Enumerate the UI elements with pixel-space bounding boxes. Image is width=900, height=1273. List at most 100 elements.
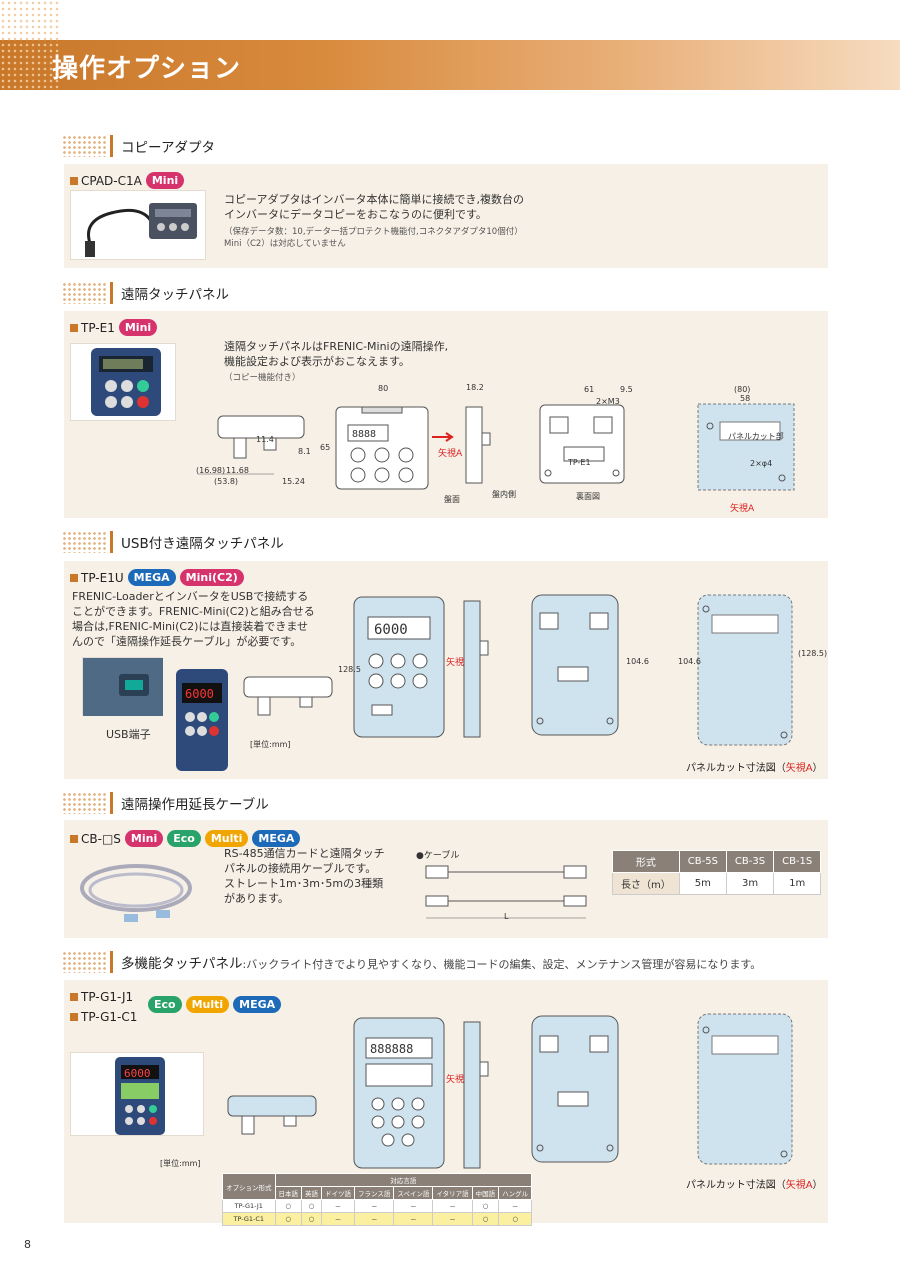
heading-bar <box>110 135 113 157</box>
dim-label: 128.5 <box>338 665 361 674</box>
multi-panel-cutout-drawing <box>697 1013 793 1165</box>
heading-bar <box>110 951 113 973</box>
bullet-square <box>70 573 78 582</box>
usb-port-label: USB端子 <box>106 728 151 741</box>
table-header-row: オプション形式 対応言語 <box>222 1173 533 1200</box>
led-display-text: 6000 <box>185 687 214 701</box>
dim-label: 58 <box>740 394 751 403</box>
dim-label: 盤内側 <box>492 490 516 499</box>
dim-label: 2×φ4 <box>750 459 773 468</box>
copy-note-1: （保存データ数：10,データ一括プロテクト機能付,コネクタアダプタ10個付） <box>224 227 523 237</box>
section-title: 遠隔操作用延長ケーブル <box>121 797 269 813</box>
table-row: 長さ（m） 5m 3m 1m <box>612 872 822 895</box>
remote-desc-2: 機能設定および表示がおこなえます。 <box>224 355 410 368</box>
heading-dots <box>62 951 106 973</box>
caption-text: ） <box>812 763 823 774</box>
table-header-row: 日本語 英語 ドイツ語 フランス語 スペイン語 イタリア語 中国語 ハングル <box>223 1186 533 1200</box>
remote-note-1: （コピー機能付き） <box>224 373 301 383</box>
multi-side-profile-drawing <box>463 1021 489 1169</box>
multi-panel-panel: TP-G1-J1 TP-G1-C1 Eco Multi MEGA 6000 [単… <box>64 980 828 1226</box>
bullet-square <box>70 993 78 1001</box>
dim-label: 11.4 <box>256 435 274 444</box>
table-header-cell: CB-3S <box>725 850 775 873</box>
section-title: コピーアダプタ <box>121 140 215 156</box>
language-support-table: オプション形式 対応言語 日本語 英語 ドイツ語 フランス語 スペイン語 イタリ… <box>222 1173 533 1226</box>
front-view-drawing: 8888 <box>335 406 429 490</box>
dim-label: 80 <box>378 384 389 393</box>
table-header-cell: 対応言語 <box>274 1173 533 1187</box>
table-cell: 3m <box>725 872 775 895</box>
caption-text: ） <box>812 1180 823 1191</box>
dim-label: (80) <box>734 385 751 394</box>
header-dot-pattern <box>0 0 60 90</box>
cable-desc-4: があります。 <box>224 892 289 905</box>
table-row: TP-G1-C1 ○ ○ － － － － ○ ○ <box>222 1212 533 1226</box>
table-cell: － <box>321 1199 355 1213</box>
usb-desc-2: ことができます。FRENIC-Mini(C2)と組み合せる <box>72 605 315 618</box>
section-heading-copy-adapter: コピーアダプタ <box>62 134 215 158</box>
multi-rear-view-drawing <box>531 1015 619 1163</box>
copy-desc-1: コピーアダプタはインバータ本体に簡単に接続でき,複数台の <box>224 193 525 206</box>
caption-red-text: 矢視A <box>785 763 813 774</box>
table-header-cell: 日本語 <box>274 1186 302 1200</box>
table-cell: TP-G1-C1 <box>222 1212 276 1226</box>
table-cell: ○ <box>301 1212 322 1226</box>
arrow-view-a-label: 矢視A <box>446 658 471 668</box>
dim-label: (128.5) <box>798 649 828 658</box>
table-cell: ○ <box>301 1199 322 1213</box>
caption-text: パネルカット寸法図（ <box>686 763 786 774</box>
cable-desc-2: パネルの接続用ケーブルです。 <box>224 862 377 875</box>
badge-mini: Mini <box>118 319 158 336</box>
usb-rear-view-drawing <box>531 594 619 736</box>
svg-text:8888: 8888 <box>352 429 376 440</box>
section-title: 遠隔タッチパネル <box>121 287 229 303</box>
heading-dots <box>62 531 106 553</box>
dim-label: 9.5 <box>620 385 633 394</box>
multi-front-view-drawing: 888888 <box>353 1017 445 1169</box>
table-cell: ○ <box>471 1212 500 1226</box>
remote-desc-1: 遠隔タッチパネルはFRENIC-Miniの遠隔操作, <box>224 340 449 353</box>
caption-text: パネルカット寸法図（ <box>686 1180 786 1191</box>
dim-label: 8.1 <box>298 447 311 456</box>
usb-side-profile-drawing <box>463 600 489 738</box>
section-title: USB付き遠隔タッチパネル <box>121 536 284 552</box>
section-title: 多機能タッチパネル:バックライト付きでより見やすくなり、機能コードの編集、設定、… <box>121 956 762 972</box>
page-header-bar <box>0 40 900 90</box>
table-header-cell: オプション形式 <box>222 1173 276 1200</box>
caption-red-text: 矢視A <box>785 1180 813 1191</box>
arrow-view-a-label: 矢視A <box>730 504 755 514</box>
table-header-cell: CB-5S <box>678 850 727 873</box>
cable-desc-1: RS-485通信カードと遠隔タッチ <box>224 847 385 860</box>
dim-label: 104.6 <box>678 657 701 666</box>
section-subtitle: :バックライト付きでより見やすくなり、機能コードの編集、設定、メンテナンス管理が… <box>242 958 762 971</box>
table-cell: － <box>393 1212 434 1226</box>
table-cell: － <box>498 1199 533 1213</box>
compatibility-badges: Eco Multi MEGA <box>144 996 282 1013</box>
panel-cutout-caption: パネルカット寸法図（矢視A） <box>686 1176 823 1191</box>
section-heading-remote-panel: 遠隔タッチパネル <box>62 281 229 305</box>
table-cell: ○ <box>471 1199 500 1213</box>
length-label: L <box>504 912 509 921</box>
dim-label: 2×M3 <box>596 397 620 406</box>
table-cell: 1m <box>773 872 822 895</box>
led-display-text: 6000 <box>124 1067 151 1080</box>
tp-e1u-photo: 6000 <box>174 667 230 773</box>
panel-cutout-caption: パネルカット寸法図（矢視A） <box>686 759 823 774</box>
cable-drawing-label: ●ケーブル <box>416 851 460 861</box>
table-cell: － <box>393 1199 434 1213</box>
tp-g1-photo: 6000 <box>70 1052 204 1136</box>
dim-label: 裏面図 <box>576 492 600 501</box>
dim-label: 65 <box>320 443 331 452</box>
badge-mega: MEGA <box>127 569 176 586</box>
page-title: 操作オプション <box>52 54 242 84</box>
table-cell: － <box>432 1199 473 1213</box>
table-header-cell: イタリア語 <box>432 1186 473 1200</box>
table-header-cell: 英語 <box>301 1186 322 1200</box>
dim-label: 盤面 <box>444 495 460 504</box>
remote-panel-panel: TP-E1 Mini 遠隔タッチパネルはFRENIC-Miniの遠隔操作, 機能… <box>64 311 828 518</box>
dim-label: 11.68 <box>226 466 249 475</box>
unit-label: [単位:mm] <box>160 1159 201 1168</box>
heading-bar <box>110 282 113 304</box>
cable-photo <box>74 852 204 930</box>
copy-note-2: Mini（C2）は対応していません <box>224 239 346 249</box>
